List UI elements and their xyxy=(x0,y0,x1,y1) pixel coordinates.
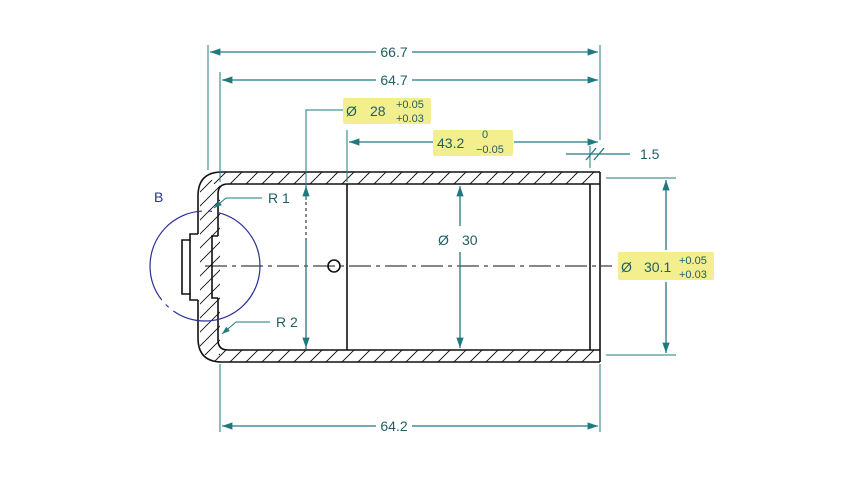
hatch-bottom-wall xyxy=(210,350,598,362)
dim-wall-thickness: 1.5 xyxy=(566,146,660,162)
dim-overall-length-value: 66.7 xyxy=(380,44,407,60)
dim-bore-depth: 43.2 0 −0.05 xyxy=(349,129,598,156)
dim-outer-diameter-tol-lower: +0.03 xyxy=(679,269,707,281)
dim-overall-length: 66.7 xyxy=(210,44,598,60)
radius-top-value: R 1 xyxy=(268,190,290,206)
dim-inner-diameter-tol-lower: +0.03 xyxy=(396,113,424,125)
dim-outer-diameter-symbol: Ø xyxy=(621,259,632,275)
dim-bottom-length: 64.2 xyxy=(222,418,598,434)
radius-bottom-value: R 2 xyxy=(276,314,298,330)
dim-bore-depth-value: 43.2 xyxy=(437,135,464,151)
dim-inner-diameter-value: 28 xyxy=(370,103,386,119)
detail-circle-b xyxy=(149,210,261,322)
dim-body-length-value: 64.7 xyxy=(380,72,407,88)
dim-bore-diameter: Ø 30 xyxy=(438,186,478,348)
dim-body-length: 64.7 xyxy=(222,72,598,88)
dim-bore-depth-tol-upper: 0 xyxy=(482,129,488,141)
dim-outer-diameter-tol-upper: +0.05 xyxy=(679,255,707,267)
dim-bottom-length-value: 64.2 xyxy=(380,418,407,434)
dim-bore-depth-tol-lower: −0.05 xyxy=(476,144,504,156)
detail-label-b: B xyxy=(154,189,163,205)
dim-bore-diameter-value: 30 xyxy=(462,232,478,248)
extension-lines xyxy=(207,45,676,432)
dim-inner-diameter-symbol: Ø xyxy=(346,103,357,119)
dim-inner-diameter-tol-upper: +0.05 xyxy=(396,99,424,111)
hatch-top-wall xyxy=(210,172,598,184)
radius-top-callout: R 1 xyxy=(213,190,290,209)
dim-bore-diameter-symbol: Ø xyxy=(438,232,449,248)
dim-outer-diameter-value: 30.1 xyxy=(644,259,671,275)
dim-wall-thickness-value: 1.5 xyxy=(640,146,660,162)
dim-inner-diameter: Ø 28 +0.05 +0.03 xyxy=(302,98,431,348)
radius-bottom-callout: R 2 xyxy=(221,314,298,335)
dim-outer-diameter: Ø 30.1 +0.05 +0.03 xyxy=(618,180,714,353)
part-outline xyxy=(181,171,601,363)
